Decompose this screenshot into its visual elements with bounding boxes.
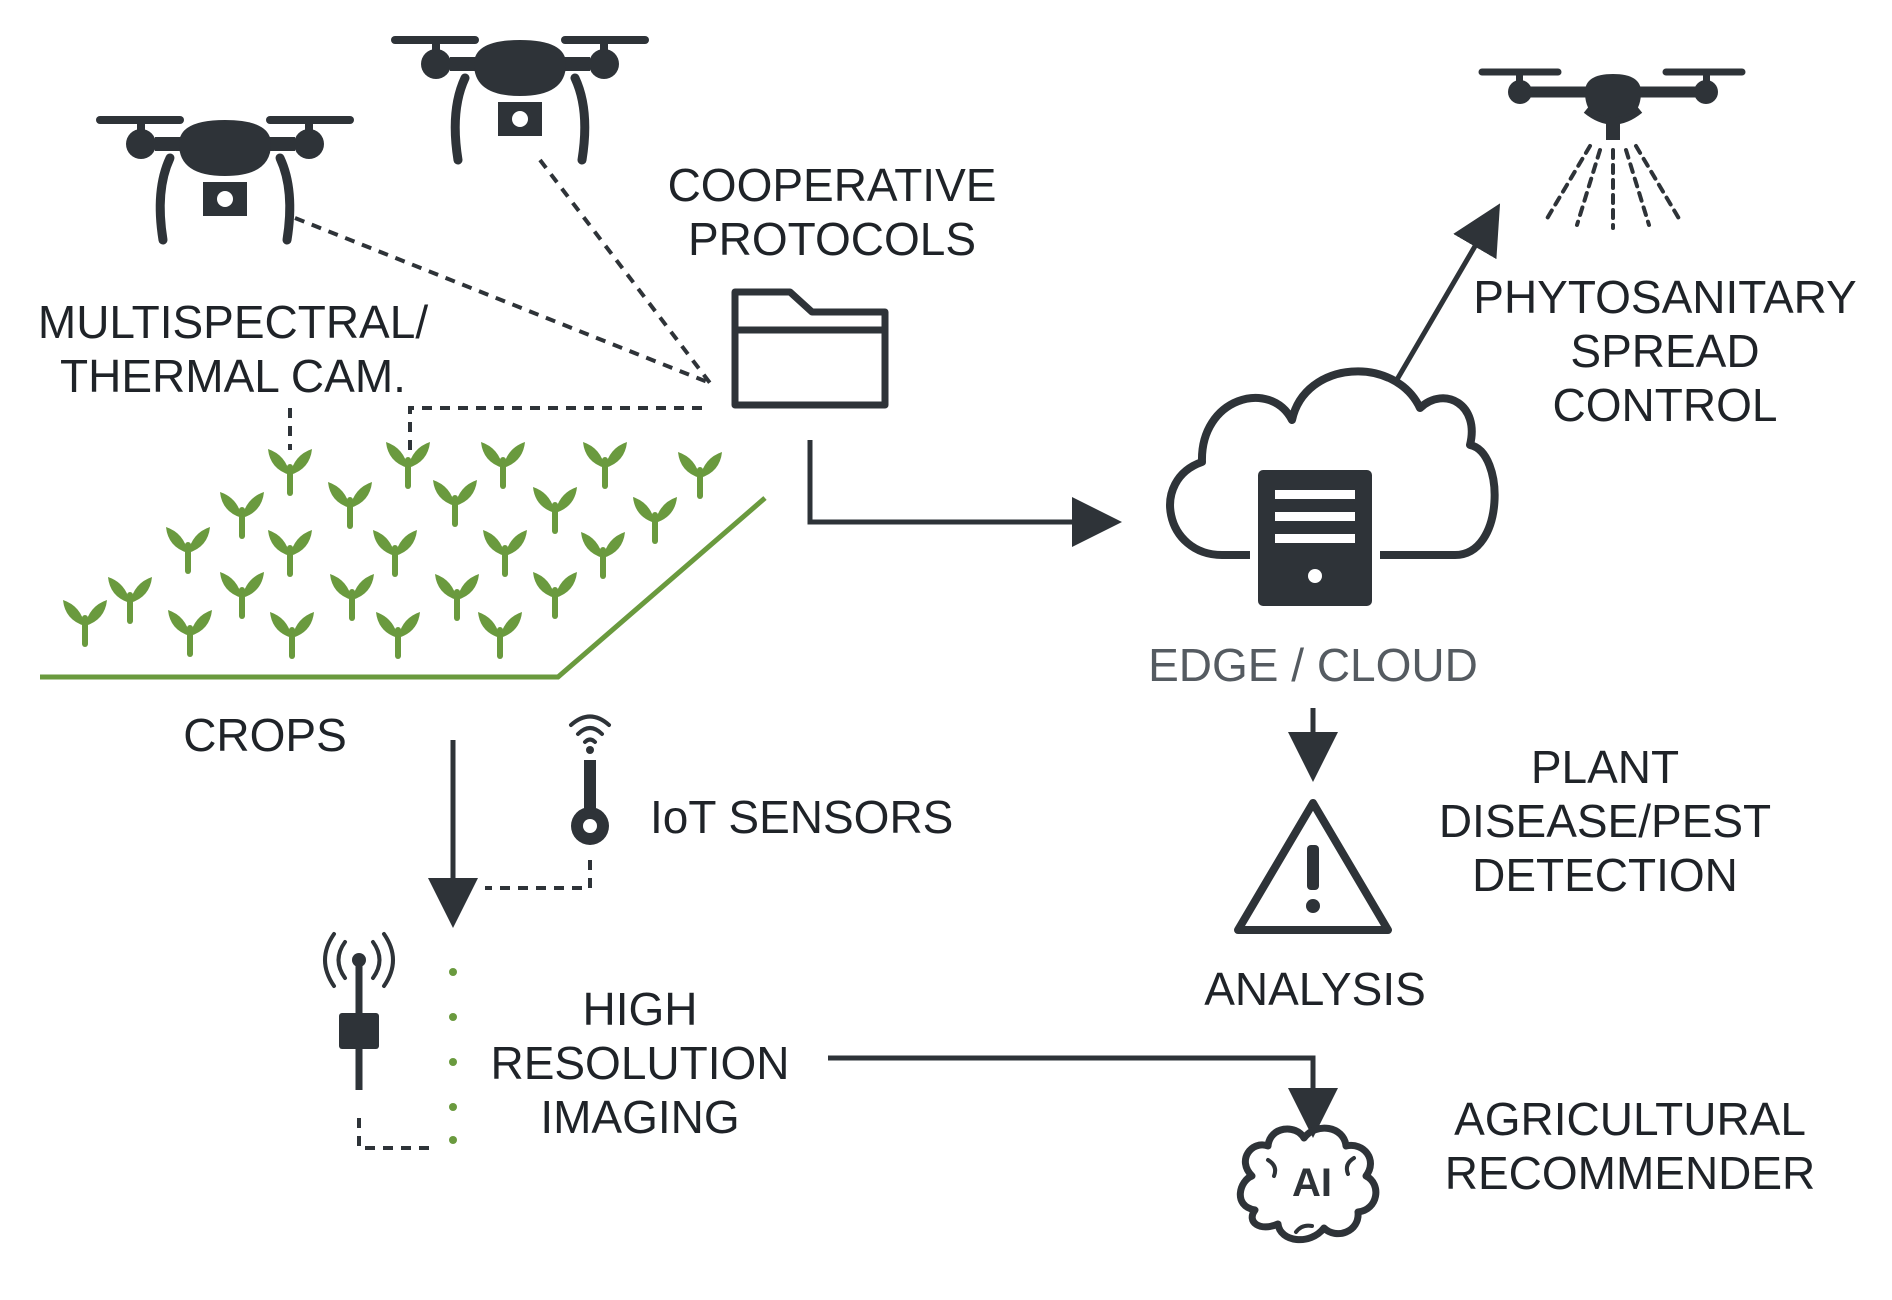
high-resolution-imaging-label: HIGH RESOLUTION IMAGING xyxy=(460,982,820,1144)
multispectral-cam-line: MULTISPECTRAL/ xyxy=(37,296,429,348)
imaging-to-recommender-arrow xyxy=(828,1055,1338,1138)
warning-triangle-icon xyxy=(1234,799,1392,934)
antenna-link-line xyxy=(357,1118,430,1150)
folder-to-cloud-arrow xyxy=(807,440,1122,547)
cloud-server-icon xyxy=(1166,367,1499,610)
phytosanitary-line: PHYTOSANITARY xyxy=(1473,271,1857,323)
recommender-line: RECOMMENDER xyxy=(1444,1147,1816,1199)
crop-field xyxy=(40,442,767,680)
edge-cloud-text: EDGE / CLOUD xyxy=(1148,639,1478,691)
drone-link-lines xyxy=(288,158,712,450)
crops-label: CROPS xyxy=(150,708,380,762)
iot-sensors-label: IoT SENSORS xyxy=(650,790,990,844)
detection-line: PLANT xyxy=(1530,741,1680,793)
ai-badge-label: AI xyxy=(1262,1160,1362,1206)
drone-camera-icon xyxy=(395,40,645,160)
imaging-line: HIGH xyxy=(582,983,698,1035)
detection-line: DISEASE/PEST xyxy=(1438,795,1772,847)
cloud-to-sprayer-arrow xyxy=(1392,203,1501,385)
analysis-label: ANALYSIS xyxy=(1165,962,1465,1016)
plant-disease-pest-detection-label: PLANT DISEASE/PEST DETECTION xyxy=(1415,740,1795,902)
agricultural-recommender-label: AGRICULTURAL RECOMMENDER xyxy=(1420,1092,1840,1200)
cooperative-protocols-line: PROTOCOLS xyxy=(688,213,976,265)
cooperative-protocols-label: COOPERATIVE PROTOCOLS xyxy=(622,158,1042,266)
recommender-line: AGRICULTURAL xyxy=(1454,1093,1806,1145)
iot-link-line xyxy=(485,860,592,890)
multispectral-cam-line: THERMAL CAM. xyxy=(60,350,406,402)
detection-line: DETECTION xyxy=(1472,849,1738,901)
multispectral-cam-label: MULTISPECTRAL/ THERMAL CAM. xyxy=(8,295,458,403)
drone-sprayer-icon xyxy=(1478,68,1746,230)
iot-sensors-text: IoT SENSORS xyxy=(650,791,954,843)
crops-text: CROPS xyxy=(183,709,347,761)
phytosanitary-line: CONTROL xyxy=(1552,379,1778,431)
edge-cloud-label: EDGE / CLOUD xyxy=(1128,638,1498,692)
drone-camera-icon xyxy=(100,120,350,240)
imaging-line: RESOLUTION xyxy=(490,1037,790,1089)
imaging-dotted-line xyxy=(449,968,457,1144)
field-ground-line xyxy=(40,496,767,680)
phytosanitary-spread-control-label: PHYTOSANITARY SPREAD CONTROL xyxy=(1455,270,1875,432)
phytosanitary-line: SPREAD xyxy=(1570,325,1760,377)
ai-badge-text: AI xyxy=(1292,1161,1332,1205)
antenna-tower-icon xyxy=(323,932,395,1090)
analysis-text: ANALYSIS xyxy=(1204,963,1426,1015)
cooperative-protocols-line: COOPERATIVE xyxy=(667,159,997,211)
folder-icon xyxy=(731,288,889,409)
ai-brain-icon xyxy=(1236,1124,1380,1244)
imaging-line: IMAGING xyxy=(540,1091,740,1143)
iot-sensor-icon xyxy=(569,714,611,845)
